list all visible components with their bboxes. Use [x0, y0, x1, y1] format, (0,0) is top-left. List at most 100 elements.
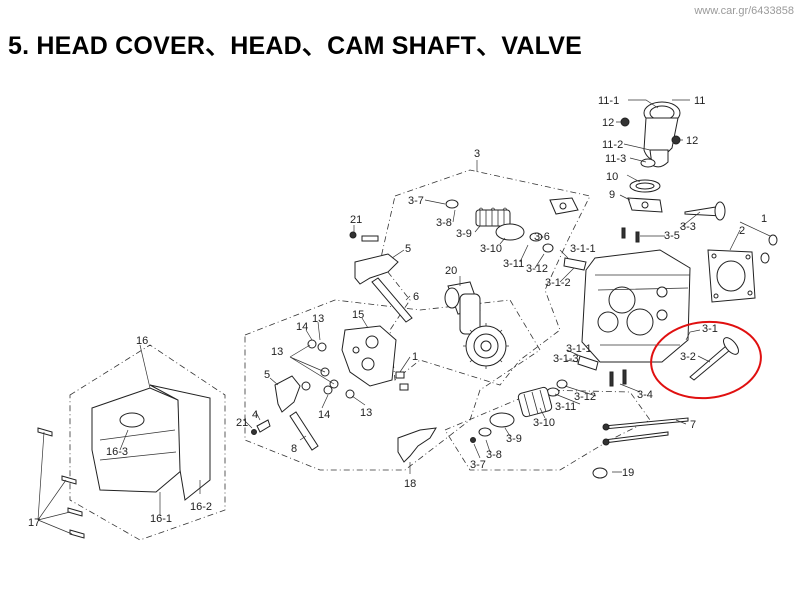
- label-11: 11: [694, 95, 705, 107]
- label-3-7b: 3-7: [470, 459, 486, 471]
- rocker-shaft-6: [371, 277, 413, 323]
- label-3-9b: 3-9: [506, 433, 522, 445]
- label-2: 2: [739, 225, 745, 237]
- dowel-3-4: [609, 369, 627, 387]
- label-3-1-2: 3-1-2: [545, 277, 571, 289]
- label-16-1: 16-1: [150, 513, 172, 525]
- watermark: www.car.gr/6433858: [694, 5, 794, 17]
- label-17: 17: [28, 517, 40, 529]
- bolt-7a: [603, 417, 689, 430]
- label-16: 16: [136, 335, 148, 347]
- valve-group-outline: [379, 169, 591, 386]
- label-15: 15: [352, 309, 364, 321]
- label-13b: 13: [271, 346, 283, 358]
- keeper-3-7b: [470, 437, 476, 443]
- gasket-10: [629, 179, 661, 193]
- label-14a: 14: [296, 321, 308, 333]
- cylinder-head-3-1: [581, 249, 691, 363]
- guide-3-1-3: [577, 355, 599, 371]
- tensioner-18: [397, 427, 437, 463]
- spring-body-3-9a: [475, 209, 511, 227]
- pin-4: [256, 419, 271, 433]
- label-1b: 1: [412, 351, 418, 363]
- label-16-3: 16-3: [106, 446, 128, 458]
- rocker-shaft-8: [289, 411, 319, 451]
- label-21b: 21: [236, 417, 248, 429]
- label-3-6: 3-6: [534, 231, 550, 243]
- label-7: 7: [690, 419, 696, 431]
- label-18: 18: [404, 478, 416, 490]
- valve-3-3: [684, 201, 726, 221]
- dowel-1b: [395, 371, 409, 391]
- pin-21a-body: [361, 235, 379, 242]
- pipe-9: [627, 197, 663, 213]
- leader-lines: [37, 99, 771, 535]
- label-12a: 12: [602, 117, 614, 129]
- seal-3-12b: [556, 379, 568, 389]
- label-3-8a: 3-8: [436, 217, 452, 229]
- rocker-arm-top: [549, 197, 579, 215]
- label-5b: 5: [264, 369, 270, 381]
- head-cover-outline: [69, 344, 226, 541]
- spring-3-9b: [489, 412, 515, 428]
- label-6: 6: [413, 291, 419, 303]
- label-3-1: 3-1: [702, 323, 718, 335]
- label-3-1-1a: 3-1-1: [570, 243, 596, 255]
- valve-3-2: [689, 337, 739, 381]
- label-3-3: 3-3: [680, 221, 696, 233]
- label-3: 3: [474, 148, 480, 160]
- seal-3-12a: [542, 243, 554, 253]
- label-16-2: 16-2: [190, 501, 212, 513]
- label-4: 4: [252, 409, 258, 421]
- nuts-13-14: [301, 339, 355, 399]
- rocker-arm-5a: [354, 253, 399, 285]
- pin-21a: [349, 231, 357, 239]
- thermostat-housing: [620, 101, 681, 168]
- retainer-3-8a: [445, 199, 459, 209]
- bolt-7b: [603, 431, 669, 444]
- label-11-2: 11-2: [602, 139, 623, 151]
- label-19: 19: [622, 467, 634, 479]
- label-8: 8: [291, 443, 297, 455]
- label-3-11a: 3-11: [503, 258, 524, 270]
- label-3-1-3: 3-1-3: [553, 353, 579, 365]
- page-title: 5. HEAD COVER、HEAD、CAM SHAFT、VALVE: [8, 32, 582, 60]
- label-13c: 13: [360, 407, 372, 419]
- label-3-12b: 3-12: [574, 391, 596, 403]
- label-10: 10: [606, 171, 618, 183]
- dowel-3-5: [621, 227, 640, 243]
- label-3-1-1b: 3-1-1: [566, 343, 592, 355]
- cam-shaft-20: [444, 281, 509, 369]
- label-3-10a: 3-10: [480, 243, 502, 255]
- label-1a: 1: [761, 213, 767, 225]
- label-3-5: 3-5: [664, 230, 680, 242]
- spring-3-10a: [495, 223, 525, 241]
- label-3-2: 3-2: [680, 351, 696, 363]
- label-3-7a: 3-7: [408, 195, 424, 207]
- pin-21b: [251, 429, 257, 435]
- cam-group-outline: [244, 299, 541, 471]
- label-3-10b: 3-10: [533, 417, 555, 429]
- label-11-1: 11-1: [598, 95, 619, 107]
- head-gasket-2: [707, 249, 756, 303]
- head-cover-16: [91, 384, 211, 501]
- label-3-9a: 3-9: [456, 228, 472, 240]
- label-5a: 5: [405, 243, 411, 255]
- highlight-circle: [650, 320, 762, 400]
- label-11-3: 11-3: [605, 153, 626, 165]
- label-3-4: 3-4: [637, 389, 653, 401]
- retainer-3-8b: [478, 427, 492, 437]
- label-3-11b: 3-11: [555, 401, 576, 413]
- label-3-12a: 3-12: [526, 263, 548, 275]
- label-21a: 21: [350, 214, 362, 226]
- label-9: 9: [609, 189, 615, 201]
- cam-holder-15: [341, 325, 397, 387]
- label-3-8b: 3-8: [486, 449, 502, 461]
- label-12b: 12: [686, 135, 698, 147]
- washer-19: [592, 467, 608, 479]
- dowel-pins-1a: [760, 234, 778, 264]
- rocker-arm-5b: [274, 375, 301, 413]
- seal-3-6: [529, 232, 543, 242]
- bolts-17: [37, 427, 85, 539]
